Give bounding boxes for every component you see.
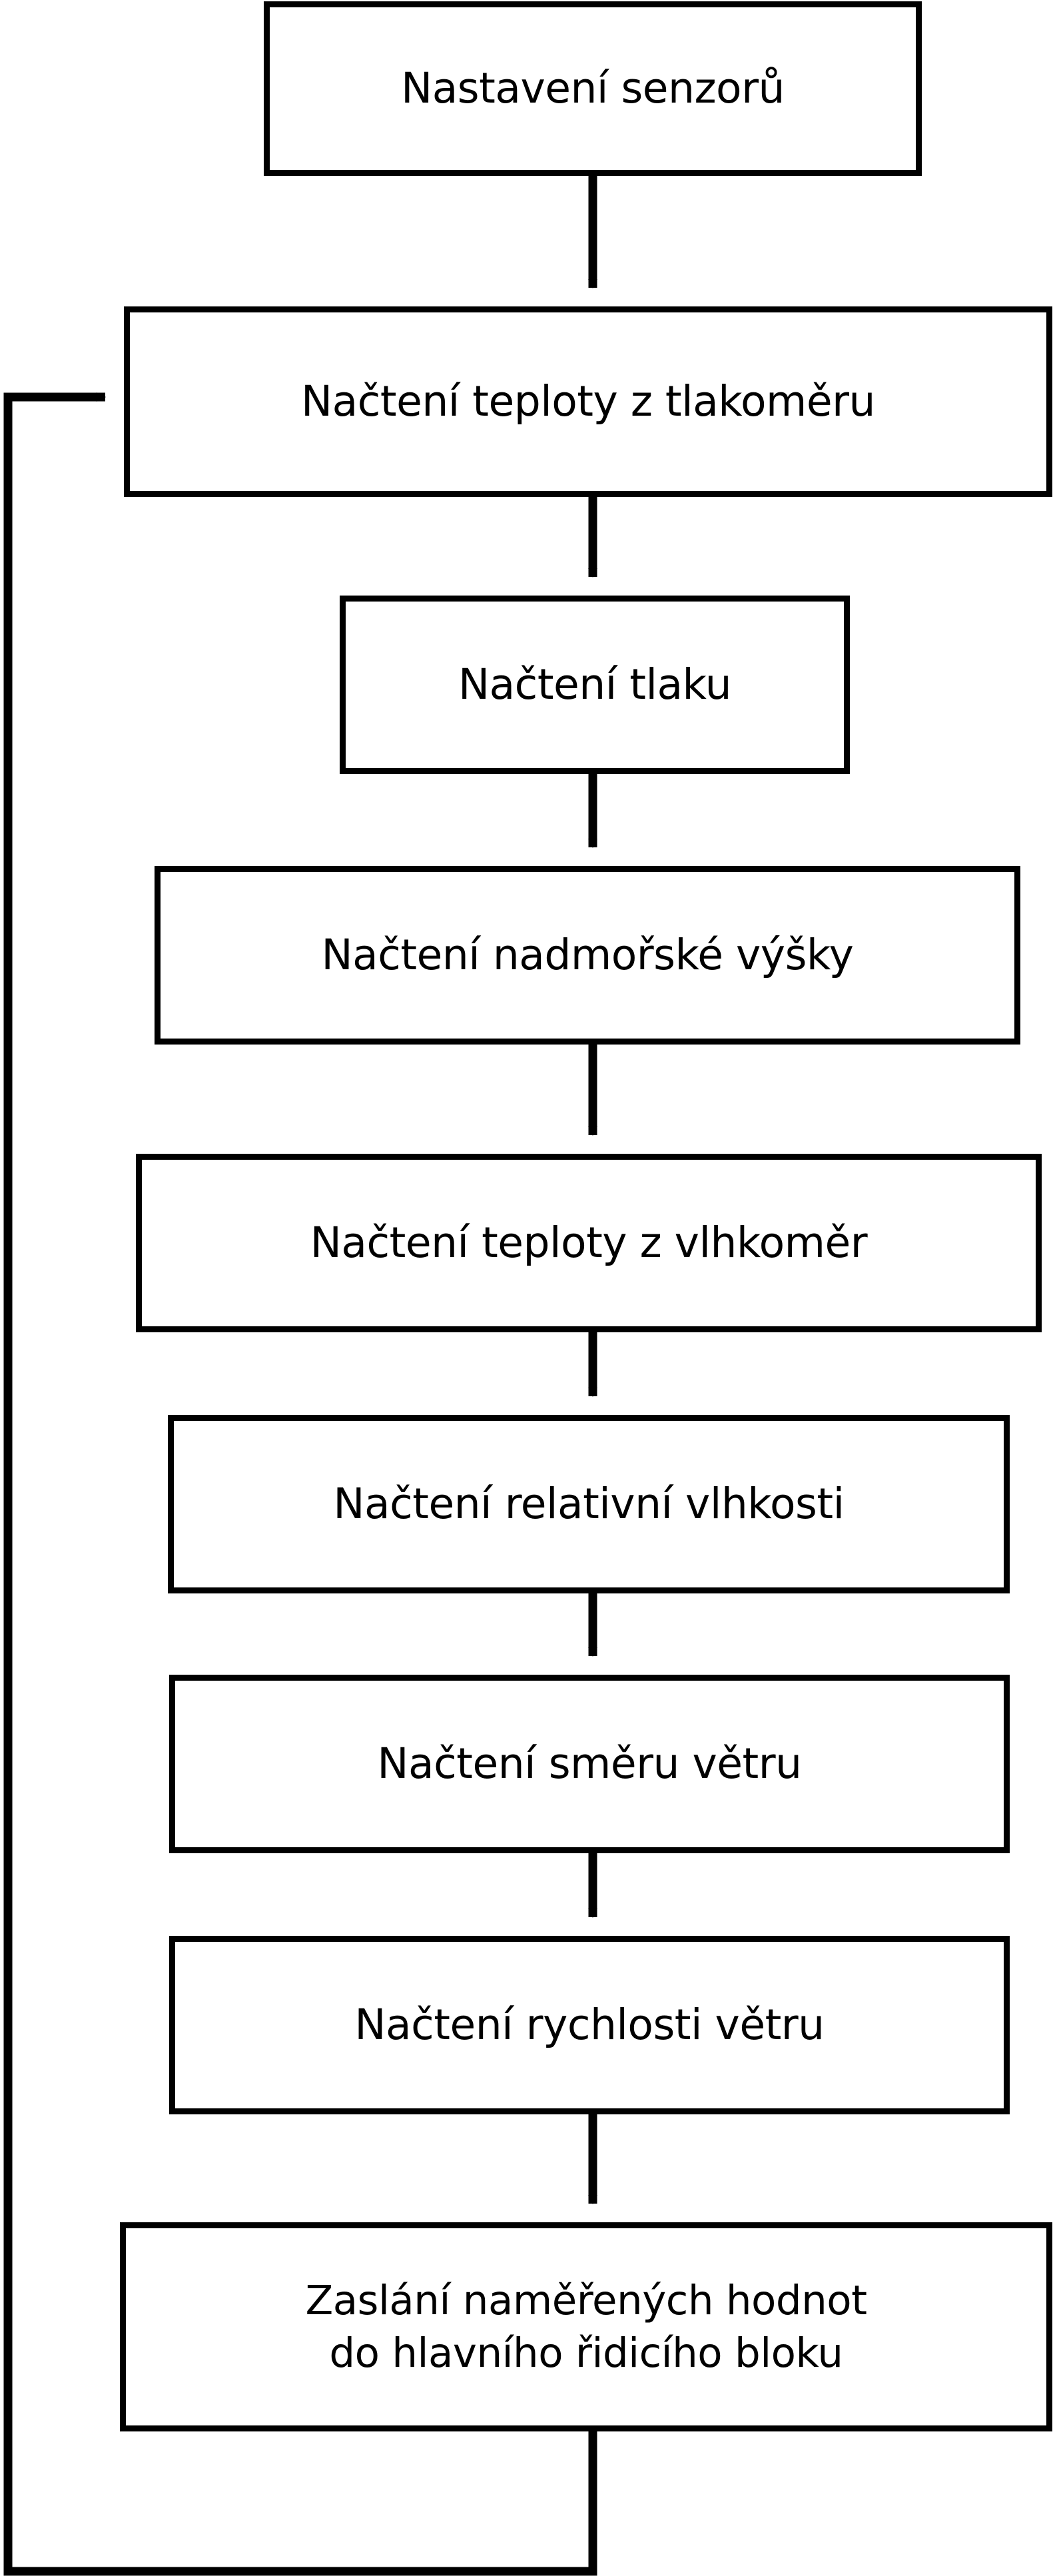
- process-node-read-relative-humidity[interactable]: Načtení relativní vlhkosti: [168, 1415, 1010, 1593]
- process-node-read-pressure[interactable]: Načtení tlaku: [340, 596, 850, 774]
- node-label: Načtení směru větru: [377, 1739, 802, 1788]
- node-label: Načtení nadmořské výšky: [321, 930, 854, 979]
- process-node-read-temperature-barometer[interactable]: Načtení teploty z tlakoměru: [124, 306, 1052, 497]
- process-node-read-wind-direction[interactable]: Načtení směru větru: [169, 1675, 1010, 1853]
- node-label: Načtení teploty z vlhkoměr: [310, 1218, 868, 1267]
- node-label: Načtení relativní vlhkosti: [333, 1479, 845, 1528]
- node-label: Nastavení senzorů: [401, 63, 785, 113]
- node-label: Načtení teploty z tlakoměru: [301, 376, 875, 426]
- process-node-setup-sensors[interactable]: Nastavení senzorů: [264, 1, 922, 176]
- node-label: Načtení rychlosti větru: [354, 2000, 825, 2049]
- node-label: Zaslání naměřených hodnot do hlavního ři…: [305, 2276, 868, 2377]
- process-node-send-measured-values[interactable]: Zaslání naměřených hodnot do hlavního ři…: [120, 2222, 1052, 2431]
- edge-feedback-loop: [3, 392, 597, 2576]
- process-node-read-temperature-hygrometer[interactable]: Načtení teploty z vlhkoměr: [136, 1154, 1042, 1332]
- process-node-read-wind-speed[interactable]: Načtení rychlosti větru: [169, 1936, 1010, 2114]
- node-label: Načtení tlaku: [458, 659, 732, 709]
- process-node-read-altitude[interactable]: Načtení nadmořské výšky: [155, 866, 1020, 1045]
